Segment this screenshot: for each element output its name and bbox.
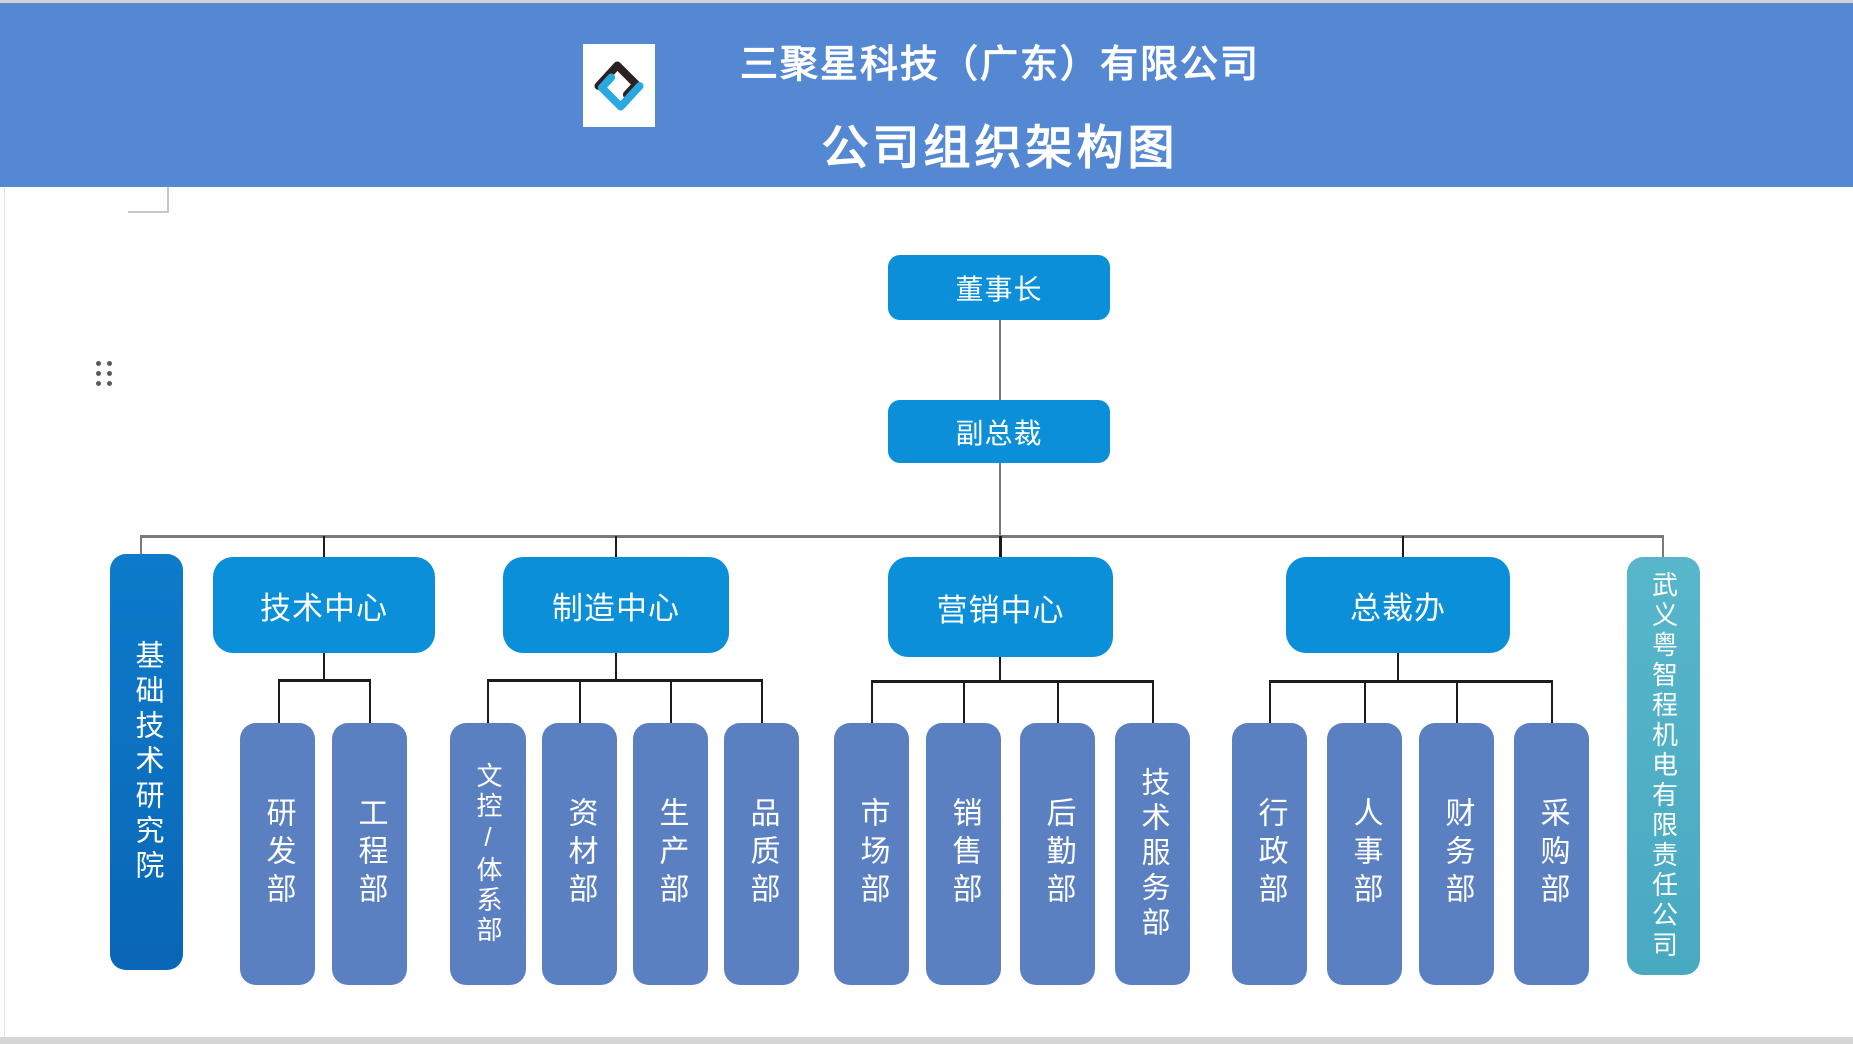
node-label: 营销中心: [936, 592, 1065, 628]
connector-line: [1662, 536, 1664, 558]
page-title: 公司组织架构图: [821, 121, 1179, 174]
connector-line: [670, 679, 672, 723]
connector-line: [871, 680, 873, 723]
node-basic-tech-research-institute[interactable]: 基础技术研究院: [110, 554, 183, 970]
connector-line: [1402, 536, 1404, 557]
node-label: 行政部: [1253, 797, 1287, 911]
connector-line: [1364, 680, 1366, 723]
object-drag-handle[interactable]: [96, 361, 113, 388]
connector-line: [1397, 653, 1399, 681]
connector-line: [615, 536, 617, 557]
node-hr-dept[interactable]: 人事部: [1327, 723, 1402, 985]
node-label: 人事部: [1348, 797, 1382, 911]
connector-line: [369, 679, 371, 723]
connector-line: [1057, 680, 1059, 723]
node-engineering-dept[interactable]: 工程部: [332, 723, 407, 985]
connector-line: [487, 679, 489, 723]
page-top-edge: [0, 0, 1853, 3]
node-wuyi-yuezhicheng-subsidiary[interactable]: 武义粤智程机电有限责任公司: [1627, 557, 1700, 975]
page-left-edge: [4, 188, 5, 1037]
node-market-dept[interactable]: 市场部: [834, 723, 909, 985]
connector-line: [1152, 680, 1154, 723]
node-sales-dept[interactable]: 销售部: [926, 723, 1001, 985]
connector-line: [871, 680, 1153, 683]
node-label: 技术服务部: [1137, 766, 1169, 942]
node-label: 品质部: [745, 797, 779, 911]
connector-line: [323, 536, 325, 557]
connector-line: [761, 679, 763, 723]
node-label: 文控/体系部: [473, 762, 503, 946]
connector-line: [999, 463, 1001, 537]
page-bottom-edge: [0, 1037, 1853, 1044]
node-label: 生产部: [654, 797, 688, 911]
node-label: 资材部: [563, 797, 597, 911]
node-marketing-center[interactable]: 营销中心: [888, 557, 1113, 657]
node-label: 武义粤智程机电有限责任公司: [1648, 571, 1679, 961]
node-label: 研发部: [261, 797, 295, 911]
node-rnd-dept[interactable]: 研发部: [240, 723, 315, 985]
interlocked-s-logo-icon: [594, 60, 644, 111]
connector-line: [963, 680, 965, 723]
node-label: 财务部: [1440, 797, 1474, 911]
connector-line: [278, 679, 280, 723]
node-chairman[interactable]: 董事长: [888, 255, 1110, 320]
connector-line: [1456, 680, 1458, 723]
node-label: 董事长: [955, 273, 1043, 305]
node-label: 总裁办: [1350, 590, 1446, 626]
company-name: 三聚星科技（广东）有限公司: [739, 44, 1260, 86]
node-label: 基础技术研究院: [131, 639, 163, 885]
node-tech-center[interactable]: 技术中心: [213, 557, 435, 653]
node-president-office[interactable]: 总裁办: [1286, 557, 1510, 653]
node-finance-dept[interactable]: 财务部: [1419, 723, 1494, 985]
node-label: 技术中心: [260, 590, 388, 626]
table-corner-mark: [167, 187, 169, 213]
node-label: 采购部: [1535, 797, 1569, 911]
node-label: 市场部: [855, 797, 889, 911]
company-logo: [583, 44, 655, 127]
connector-line: [323, 653, 325, 680]
connector-line: [999, 536, 1002, 558]
node-production-dept[interactable]: 生产部: [633, 723, 708, 985]
header-banner: 三聚星科技（广东）有限公司 公司组织架构图: [0, 3, 1853, 187]
connector-line: [1269, 680, 1553, 683]
connector-line: [1551, 680, 1553, 723]
node-doc-control-system-dept[interactable]: 文控/体系部: [450, 723, 526, 985]
node-logistics-dept[interactable]: 后勤部: [1020, 723, 1095, 985]
connector-line: [140, 535, 1664, 538]
node-procurement-dept[interactable]: 采购部: [1514, 723, 1589, 985]
node-materials-dept[interactable]: 资材部: [542, 723, 617, 985]
connector-line: [579, 679, 581, 723]
node-label: 销售部: [947, 797, 981, 911]
table-corner-mark: [128, 211, 169, 213]
node-tech-service-dept[interactable]: 技术服务部: [1115, 723, 1190, 985]
connector-line: [615, 652, 617, 680]
node-label: 副总裁: [955, 417, 1043, 449]
node-label: 工程部: [353, 797, 387, 911]
connector-line: [487, 679, 763, 682]
node-manufacturing-center[interactable]: 制造中心: [503, 557, 729, 653]
connector-line: [999, 320, 1001, 401]
node-label: 后勤部: [1041, 797, 1075, 911]
node-vice-president[interactable]: 副总裁: [888, 400, 1110, 463]
connector-line: [278, 679, 371, 682]
node-quality-dept[interactable]: 品质部: [724, 723, 799, 985]
connector-line: [999, 653, 1001, 681]
node-admin-dept[interactable]: 行政部: [1232, 723, 1307, 985]
connector-line: [140, 536, 142, 555]
connector-line: [1269, 680, 1271, 723]
node-label: 制造中心: [552, 590, 680, 626]
